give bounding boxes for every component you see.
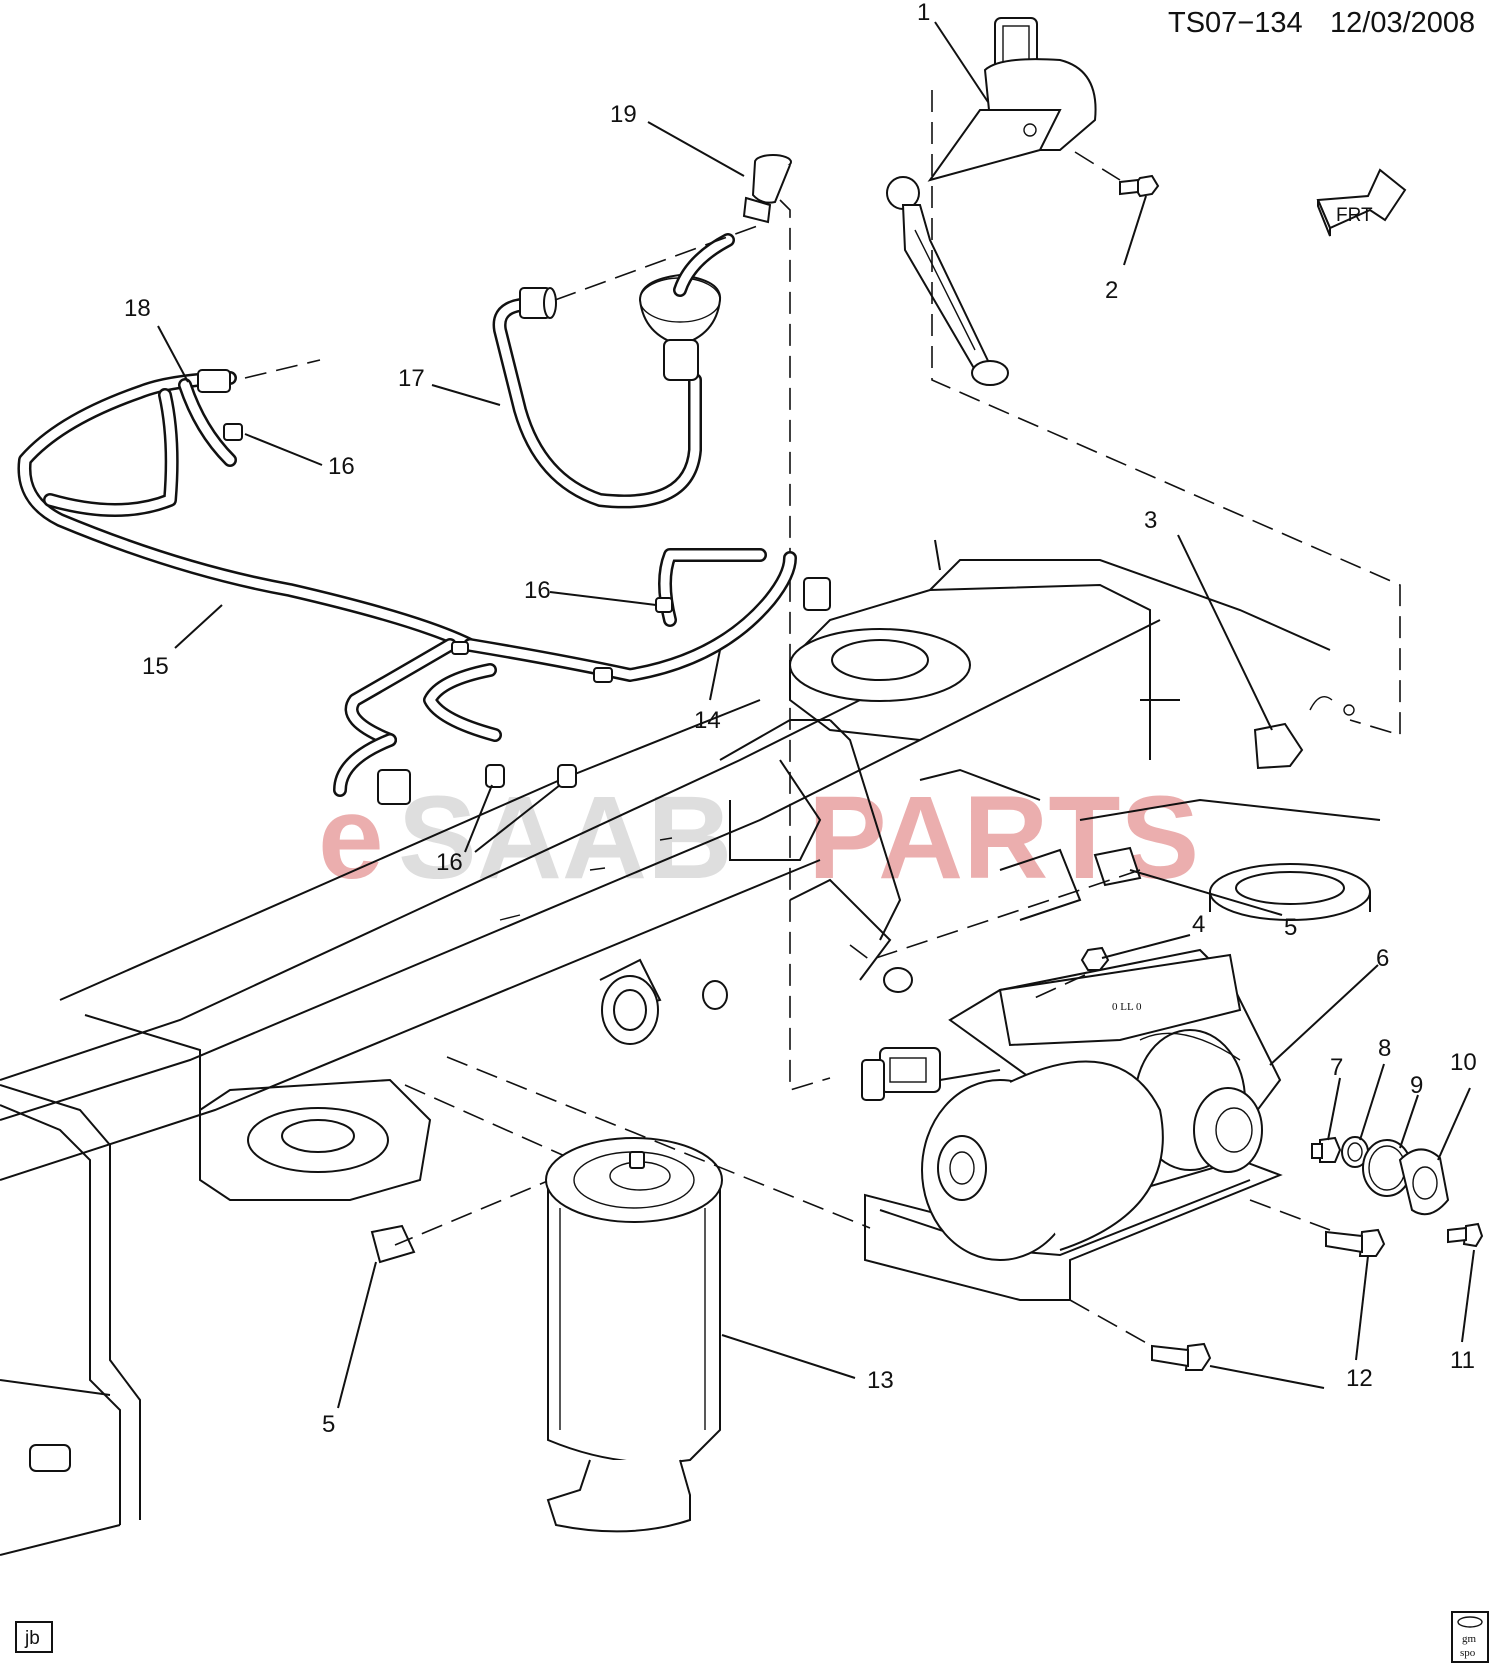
callout-9: 9 — [1410, 1072, 1423, 1099]
compressor-nut — [1080, 946, 1110, 971]
inlet-vertical-dash — [779, 199, 831, 1092]
callout-5-upper: 5 — [1284, 914, 1297, 941]
callout-1: 1 — [917, 0, 930, 26]
watermark: e SAAB PARTS — [318, 772, 1199, 904]
cover-plate — [1398, 1148, 1450, 1216]
callout-10: 10 — [1450, 1049, 1477, 1076]
air-compressor-assembly: 0 LL 0 — [861, 948, 1283, 1301]
air-inlet-filter — [742, 154, 792, 224]
callout-17: 17 — [398, 365, 425, 392]
callout-16-top: 16 — [328, 453, 355, 480]
air-line-hose — [492, 233, 735, 509]
logo-line-2: spo — [1460, 1647, 1476, 1659]
logo-line-1: gm — [1462, 1633, 1477, 1645]
front-direction-symbol: FRT — [1316, 168, 1407, 237]
callout-6: 6 — [1376, 945, 1389, 972]
compressor-dashed-link — [1249, 1199, 1331, 1231]
watermark-e: e — [318, 772, 384, 904]
gm-spo-logo: gm spo — [1451, 1611, 1489, 1663]
footer-initials-box: jb — [15, 1621, 53, 1653]
callout-4: 4 — [1192, 911, 1205, 938]
air-spring — [545, 1137, 723, 1533]
harness-clip — [223, 423, 673, 788]
document-code: TS07−134 — [1168, 7, 1303, 39]
compressor-bolt — [1151, 1228, 1386, 1371]
valve-plug — [1311, 1136, 1342, 1163]
callout-7: 7 — [1330, 1054, 1343, 1081]
callout-12-upper: 12 — [1346, 1365, 1373, 1392]
callout-5-lower: 5 — [322, 1411, 335, 1438]
sensor-bolt-dash — [1074, 151, 1121, 181]
frame-crossmember — [0, 619, 1381, 1556]
callout-14: 14 — [694, 707, 721, 734]
clip-dashed-upper — [849, 869, 1141, 961]
callouts: 1 2 3 4 5 5 6 7 8 9 10 11 12 12 13 14 15… — [124, 0, 1477, 1438]
frame-clip — [370, 696, 1355, 1264]
footer-initials: jb — [24, 1628, 40, 1649]
height-sensor — [886, 17, 1097, 386]
document-date: 12/03/2008 — [1330, 7, 1475, 39]
callout-8: 8 — [1378, 1035, 1391, 1062]
callout-15: 15 — [142, 653, 169, 680]
cover-screw — [1447, 1222, 1484, 1248]
sensor-dashed-outline — [931, 90, 1401, 737]
callout-11: 11 — [1450, 1347, 1475, 1374]
svg-text:0 LL 0: 0 LL 0 — [1112, 1001, 1142, 1013]
callout-16-middle: 16 — [524, 577, 551, 604]
upper-frame-tower — [789, 539, 1371, 921]
watermark-saab: SAAB — [398, 772, 732, 904]
callout-19: 19 — [610, 101, 637, 128]
callout-13: 13 — [867, 1367, 894, 1394]
watermark-parts: PARTS — [808, 772, 1199, 904]
bolt-dashed-link — [1069, 1299, 1151, 1346]
sensor-bolt — [1119, 174, 1160, 198]
leader-lines — [157, 21, 1475, 1409]
harness-dash-18 — [244, 359, 321, 379]
callout-16-bottom: 16 — [436, 849, 463, 876]
front-direction-label: FRT — [1336, 205, 1373, 226]
clip-dashed-lower — [394, 1084, 587, 1246]
air-spring-dashed-link — [446, 1056, 871, 1229]
callout-3: 3 — [1144, 507, 1157, 534]
wiring-harness — [17, 369, 831, 805]
inlet-dashed-link — [554, 224, 761, 301]
callout-2: 2 — [1105, 277, 1118, 304]
nut-dashed-link — [1029, 974, 1086, 1001]
callout-18: 18 — [124, 295, 151, 322]
